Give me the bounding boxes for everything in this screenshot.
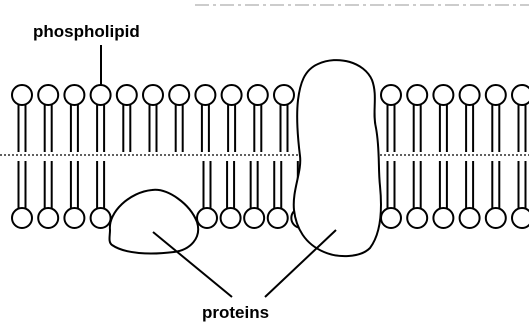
lipid-head	[64, 85, 84, 105]
phospholipid	[221, 161, 241, 228]
lipid-head	[512, 85, 529, 105]
lipid-head	[274, 85, 294, 105]
phospholipid	[38, 85, 58, 152]
phospholipid	[512, 85, 529, 152]
lipid-head	[169, 85, 189, 105]
lipid-head	[381, 208, 401, 228]
lipid-head	[64, 208, 84, 228]
phospholipid	[12, 85, 32, 152]
lipid-head	[117, 85, 137, 105]
lipid-head	[91, 208, 111, 228]
phospholipid	[197, 161, 217, 228]
phospholipid	[195, 85, 215, 152]
lipid-head	[38, 208, 58, 228]
lipid-head	[381, 85, 401, 105]
phospholipid	[381, 161, 401, 228]
lipid-head	[433, 208, 453, 228]
phospholipid	[268, 161, 288, 228]
phospholipid	[64, 85, 84, 152]
phospholipid	[64, 161, 84, 228]
lipid-head	[460, 208, 480, 228]
peripheral-protein	[110, 190, 199, 254]
lipid-head	[248, 85, 268, 105]
lipid-head	[407, 85, 427, 105]
phospholipid-label: phospholipid	[33, 22, 140, 41]
phospholipid	[433, 161, 453, 228]
upper-phospholipid-row	[12, 85, 529, 152]
lipid-head	[512, 208, 529, 228]
phospholipid	[460, 161, 480, 228]
lipid-head	[38, 85, 58, 105]
phospholipid	[38, 161, 58, 228]
phospholipid	[117, 85, 137, 152]
phospholipid	[222, 85, 242, 152]
phospholipid	[460, 85, 480, 152]
proteins-leader-line-right	[265, 230, 336, 297]
lipid-head	[91, 85, 111, 105]
lipid-head	[460, 85, 480, 105]
lipid-head	[222, 85, 242, 105]
lipid-head	[143, 85, 163, 105]
phospholipid	[91, 161, 111, 228]
phospholipid	[486, 161, 506, 228]
lipid-head	[244, 208, 264, 228]
phospholipid	[407, 85, 427, 152]
phospholipid	[407, 161, 427, 228]
lipid-head	[12, 85, 32, 105]
phospholipid	[248, 85, 268, 152]
lipid-head	[486, 208, 506, 228]
lipid-head	[12, 208, 32, 228]
phospholipid	[512, 161, 529, 228]
proteins-label: proteins	[202, 303, 269, 322]
phospholipid	[244, 161, 264, 228]
phospholipid	[381, 85, 401, 152]
phospholipid	[486, 85, 506, 152]
lipid-head	[407, 208, 427, 228]
integral-protein	[294, 60, 381, 256]
lower-phospholipid-row	[12, 161, 529, 228]
phospholipid	[12, 161, 32, 228]
phospholipid	[169, 85, 189, 152]
lipid-head	[195, 85, 215, 105]
phospholipid	[91, 85, 111, 152]
lipid-head	[486, 85, 506, 105]
phospholipid	[143, 85, 163, 152]
phospholipid	[433, 85, 453, 152]
lipid-head	[268, 208, 288, 228]
lipid-head	[197, 208, 217, 228]
lipid-head	[221, 208, 241, 228]
lipid-head	[433, 85, 453, 105]
phospholipid	[274, 85, 294, 152]
